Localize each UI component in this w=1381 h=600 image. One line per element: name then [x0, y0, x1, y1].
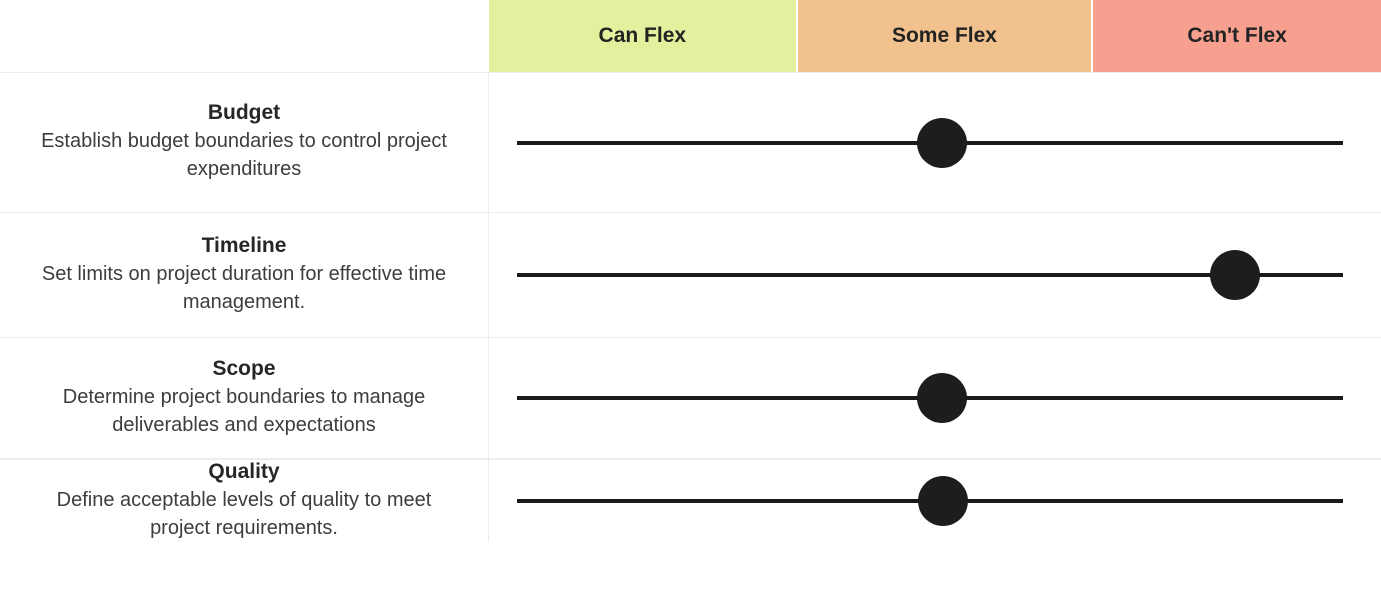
row-scope: Scope Determine project boundaries to ma… [0, 337, 1381, 459]
row-quality-slider [489, 460, 1381, 542]
row-scope-label-cell: Scope Determine project boundaries to ma… [0, 338, 489, 458]
slider-track [517, 273, 1343, 277]
row-budget-label-cell: Budget Establish budget boundaries to co… [0, 73, 489, 212]
row-quality-label-cell: Quality Define acceptable levels of qual… [0, 460, 489, 543]
row-timeline-label-cell: Timeline Set limits on project duration … [0, 213, 489, 337]
slider-handle-scope[interactable] [917, 373, 968, 423]
row-description: Determine project boundaries to manage d… [62, 385, 426, 436]
row-title: Timeline [201, 233, 287, 257]
row-budget-slider [489, 73, 1381, 212]
header-cell-cant-flex: Can't Flex [1093, 0, 1381, 72]
row-title: Budget [207, 101, 281, 125]
row-timeline-slider [489, 213, 1381, 337]
header-label-can-flex: Can Flex [598, 24, 687, 47]
row-budget: Budget Establish budget boundaries to co… [0, 72, 1381, 212]
slider-handle-quality[interactable] [918, 476, 969, 527]
row-title: Quality [208, 460, 280, 483]
row-description: Set limits on project duration for effec… [41, 262, 447, 313]
row-title: Scope [212, 356, 276, 380]
slider-handle-timeline[interactable] [1209, 250, 1260, 300]
header-cell-some-flex: Some Flex [797, 0, 1092, 72]
row-timeline: Timeline Set limits on project duration … [0, 212, 1381, 337]
header-label-some-flex: Some Flex [891, 24, 997, 47]
header-columns: Can Flex Some Flex Can't Flex [489, 0, 1381, 72]
row-description: Define acceptable levels of quality to m… [56, 489, 432, 539]
header-cell-can-flex: Can Flex [489, 0, 796, 72]
header-label-cant-flex: Can't Flex [1187, 24, 1287, 47]
header-spacer [0, 0, 489, 72]
row-description: Establish budget boundaries to control p… [41, 130, 447, 180]
header-row: Can Flex Some Flex Can't Flex [0, 0, 1381, 72]
row-quality: Quality Define acceptable levels of qual… [0, 459, 1381, 543]
row-scope-slider [489, 338, 1381, 458]
slider-handle-budget[interactable] [917, 117, 968, 168]
